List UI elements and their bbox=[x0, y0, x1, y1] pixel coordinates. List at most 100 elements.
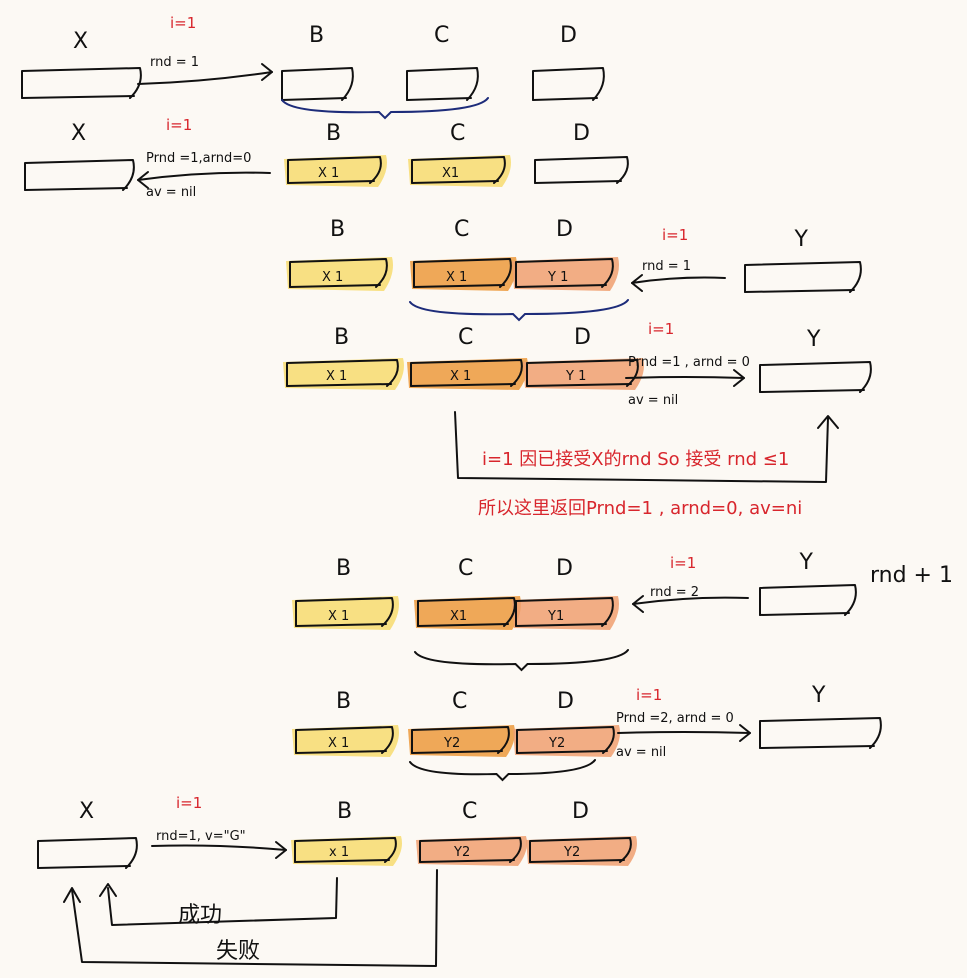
row4-node-b-value: X 1 bbox=[326, 369, 347, 384]
row6-node-d-label: D bbox=[557, 689, 574, 714]
row2-message-2: av = nil bbox=[146, 185, 196, 200]
row2-node-x-label: X bbox=[71, 121, 86, 146]
row3-round-label: i=1 bbox=[662, 226, 688, 244]
row2-node-c-fill bbox=[408, 155, 511, 187]
annotation-line-1: i=1 因已接受X的rnd So 接受 rnd ≤1 bbox=[482, 449, 789, 470]
row6-node-c-label: C bbox=[452, 689, 467, 714]
row5-node-y-outline bbox=[759, 584, 857, 616]
row6-node-y-base bbox=[759, 745, 875, 749]
row7-node-c-label: C bbox=[462, 799, 477, 824]
row3-node-b-outline bbox=[289, 258, 388, 288]
row1-arrow-line bbox=[137, 71, 273, 85]
row5-node-d-fill bbox=[512, 596, 619, 630]
success-path bbox=[107, 877, 338, 926]
row4-round-label: i=1 bbox=[648, 320, 674, 338]
row5-arrow-line bbox=[632, 596, 749, 605]
row2-node-x-outline bbox=[24, 159, 135, 191]
row7-node-b-label: B bbox=[337, 799, 352, 824]
row1-quorum-brace bbox=[281, 97, 489, 120]
row4-node-d-fill bbox=[523, 358, 644, 390]
row7-node-b-base bbox=[294, 859, 390, 863]
row5-node-c-value: X1 bbox=[450, 609, 467, 624]
row1-node-x-outline bbox=[21, 67, 142, 99]
row3-quorum-brace bbox=[409, 299, 629, 322]
row6-node-b-value: X 1 bbox=[328, 736, 349, 751]
row4-node-b-fill bbox=[283, 358, 404, 390]
row3-node-c-value: X 1 bbox=[446, 270, 467, 285]
row5-node-b-fill bbox=[292, 596, 399, 630]
row1-node-x-base bbox=[21, 95, 135, 99]
row5-node-d-value: Y1 bbox=[547, 609, 564, 624]
row6-node-c-value: Y2 bbox=[443, 736, 460, 751]
row4-node-y-base bbox=[759, 389, 865, 393]
row1-node-c-outline bbox=[406, 67, 479, 101]
fail-label: 失败 bbox=[216, 939, 260, 964]
row1-node-b-label: B bbox=[309, 23, 324, 48]
row4-node-y-outline bbox=[759, 361, 872, 393]
row3-node-b-fill bbox=[286, 257, 393, 291]
row4-node-d-value: Y 1 bbox=[565, 369, 586, 384]
row2-message-1: Prnd =1,arnd=0 bbox=[146, 151, 251, 166]
row6-quorum-brace bbox=[409, 759, 596, 782]
row6-node-d-fill bbox=[513, 725, 620, 757]
row6-arrow-head bbox=[739, 724, 751, 742]
row2-round-label: i=1 bbox=[166, 116, 192, 134]
row7-node-c-base bbox=[419, 859, 515, 863]
row5-node-d-label: D bbox=[556, 556, 573, 581]
row7-arrow-line bbox=[151, 844, 287, 851]
row3-arrow-head bbox=[631, 274, 643, 292]
annotation-loop-head bbox=[817, 415, 839, 429]
row3-node-d-fill bbox=[512, 257, 619, 291]
row3-node-y-label: Y bbox=[794, 227, 809, 252]
row7-node-c-fill bbox=[416, 836, 527, 866]
row7-message-1: rnd=1, v="G" bbox=[156, 829, 246, 844]
row4-node-d-base bbox=[526, 383, 632, 387]
row3-node-d-base bbox=[515, 284, 607, 288]
row5-node-c-outline bbox=[417, 597, 516, 627]
row7-node-d-fill bbox=[526, 836, 637, 866]
row4-message-2: av = nil bbox=[628, 393, 678, 408]
row3-node-d-label: D bbox=[556, 217, 573, 242]
row2-node-b-base bbox=[287, 180, 375, 184]
row3-node-d-outline bbox=[515, 258, 614, 288]
row5-node-b-base bbox=[295, 623, 387, 627]
fail-path-head bbox=[63, 887, 81, 903]
row5-quorum-brace bbox=[414, 649, 629, 672]
row2-node-c-base bbox=[411, 180, 499, 184]
row1-node-b-base bbox=[281, 97, 347, 101]
row3-message-1: rnd = 1 bbox=[642, 259, 691, 274]
row6-message-1: Prnd =2, arnd = 0 bbox=[616, 711, 734, 726]
row4-node-c-label: C bbox=[458, 325, 473, 350]
row5-node-b-value: X 1 bbox=[328, 609, 349, 624]
row1-node-b-outline bbox=[281, 67, 354, 101]
row2-arrow-head bbox=[137, 171, 149, 189]
row4-node-y-label: Y bbox=[806, 327, 821, 352]
row1-round-label: i=1 bbox=[170, 14, 196, 32]
row5-node-c-base bbox=[417, 623, 509, 627]
row1-node-d-base bbox=[532, 97, 598, 101]
row7-arrow-head bbox=[275, 841, 287, 859]
row3-node-b-value: X 1 bbox=[322, 270, 343, 285]
row3-node-b-base bbox=[289, 284, 381, 288]
row4-node-c-fill bbox=[407, 358, 528, 390]
row5-node-c-label: C bbox=[458, 556, 473, 581]
row6-node-d-base bbox=[516, 750, 608, 754]
row3-node-d-value: Y 1 bbox=[547, 270, 568, 285]
row7-node-d-base bbox=[529, 859, 625, 863]
row1-node-c-label: C bbox=[434, 23, 449, 48]
row6-node-y-label: Y bbox=[811, 683, 826, 708]
row4-message-1: Prnd =1 , arnd = 0 bbox=[628, 355, 750, 370]
row6-arrow-line bbox=[617, 731, 751, 734]
row7-node-x-label: X bbox=[79, 799, 94, 824]
row5-round-label: i=1 bbox=[670, 554, 696, 572]
row7-node-b-fill bbox=[291, 836, 402, 866]
annotation-loop bbox=[454, 411, 829, 483]
row6-round-label: i=1 bbox=[636, 686, 662, 704]
row7-node-x-outline bbox=[37, 837, 138, 869]
row4-node-c-value: X 1 bbox=[450, 369, 471, 384]
success-path-head bbox=[99, 883, 117, 897]
row1-arrow-head bbox=[261, 63, 273, 81]
row5-message-1: rnd = 2 bbox=[650, 585, 699, 600]
row5-arrow-head bbox=[632, 595, 644, 613]
